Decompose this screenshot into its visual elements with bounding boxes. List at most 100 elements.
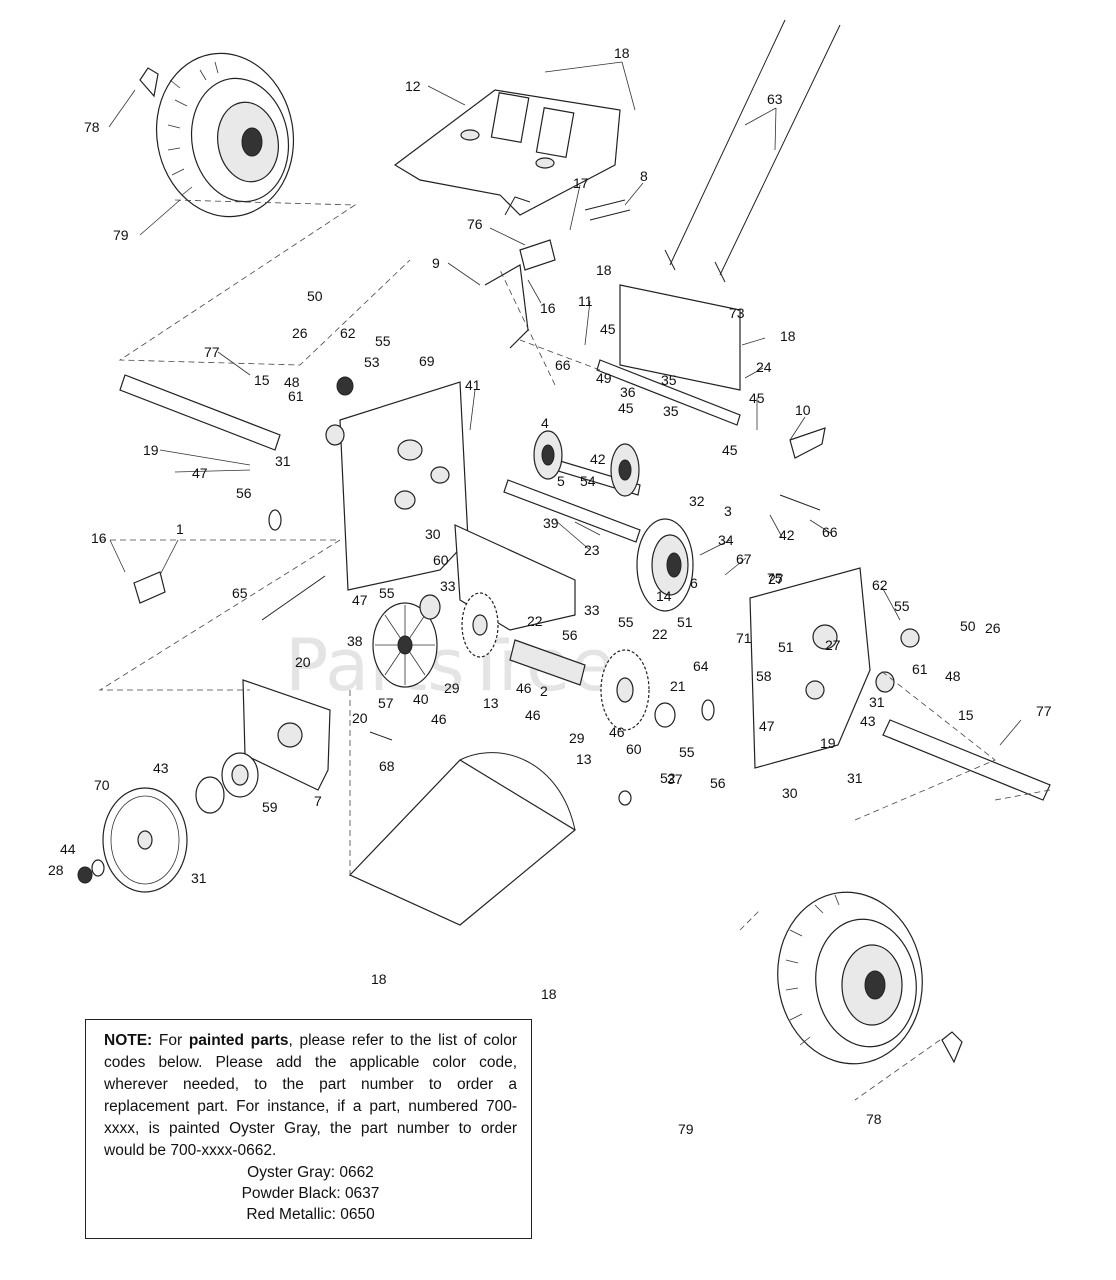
callout: 50 <box>960 618 976 634</box>
callout: 33 <box>440 578 456 594</box>
wheel-assembly-left <box>139 52 295 218</box>
shift-rods <box>664 19 841 283</box>
callout: 2 <box>540 683 548 699</box>
callout: 8 <box>640 168 648 184</box>
phantom-lines <box>98 199 1051 1101</box>
callout: 48 <box>284 374 300 390</box>
callout: 42 <box>590 451 606 467</box>
callout: 45 <box>722 442 738 458</box>
callout: 27 <box>768 571 784 587</box>
callout: 46 <box>516 680 532 696</box>
callout: 48 <box>945 668 961 684</box>
callout: 46 <box>609 724 625 740</box>
callout: 77 <box>204 344 220 360</box>
note-bold-phrase: painted parts <box>188 1032 289 1049</box>
callout: 43 <box>860 713 876 729</box>
callout: 21 <box>670 678 686 694</box>
callout: 11 <box>578 293 593 309</box>
callout: 44 <box>60 841 76 857</box>
callout: 58 <box>756 668 772 684</box>
callout: 64 <box>693 658 709 674</box>
callout: 35 <box>661 372 677 388</box>
callout: 79 <box>678 1121 694 1137</box>
axle-right <box>882 719 1051 801</box>
callout: 5 <box>557 473 565 489</box>
callout: 31 <box>869 694 885 710</box>
callout: 16 <box>540 300 556 316</box>
note-text-part1: For <box>152 1032 189 1049</box>
callout: 51 <box>677 614 693 630</box>
callout: 77 <box>1036 703 1052 719</box>
callout: 22 <box>652 626 668 642</box>
sprocket-13-upper <box>461 592 499 658</box>
callout: 47 <box>759 718 775 734</box>
hub-59 <box>195 752 259 814</box>
callout: 46 <box>525 707 541 723</box>
callout: 26 <box>985 620 1001 636</box>
callout: 33 <box>584 602 600 618</box>
callout: 70 <box>94 777 110 793</box>
callout: 38 <box>347 633 363 649</box>
callout: 55 <box>679 744 695 760</box>
callout: 61 <box>912 661 928 677</box>
callout: 47 <box>192 465 208 481</box>
callout: 59 <box>262 799 278 815</box>
callout: 30 <box>782 785 798 801</box>
sprocket-32 <box>610 443 640 497</box>
callout: 9 <box>432 255 440 271</box>
callout-labels: 1 2 3 4 5 6 7 8 9 10 11 12 13 13 14 15 1… <box>48 45 1052 1137</box>
bracket-73 <box>619 284 741 391</box>
callout: 55 <box>375 333 391 349</box>
callout: 20 <box>295 654 311 670</box>
callout: 68 <box>379 758 395 774</box>
note-text-part2: , please refer to the list of color code… <box>104 1032 517 1159</box>
shaft-23 <box>503 479 641 543</box>
callout: 56 <box>236 485 252 501</box>
left-side-plate <box>339 381 469 591</box>
callout: 7 <box>314 793 322 809</box>
gear-4 <box>533 430 563 480</box>
callout: 62 <box>872 577 888 593</box>
callout: 45 <box>749 390 765 406</box>
callout: 69 <box>419 353 435 369</box>
callout: 49 <box>596 370 612 386</box>
callout: 53 <box>364 354 380 370</box>
callout: 67 <box>736 551 752 567</box>
callout: 60 <box>433 552 449 568</box>
callout: 34 <box>718 532 734 548</box>
callout: 62 <box>340 325 356 341</box>
callout: 56 <box>562 627 578 643</box>
callout: 23 <box>584 542 600 558</box>
color-code-oyster-gray: Oyster Gray: 0662 <box>247 1164 374 1181</box>
callout: 36 <box>620 384 636 400</box>
small-fasteners <box>133 199 920 806</box>
callout: 60 <box>626 741 642 757</box>
nut-28 <box>77 866 93 884</box>
callout: 52 <box>660 770 676 786</box>
callout: 76 <box>467 216 483 232</box>
note-paragraph: NOTE: For painted parts, please refer to… <box>104 1030 517 1162</box>
callout: 43 <box>153 760 169 776</box>
leader-lines <box>108 61 1022 746</box>
callout: 31 <box>847 770 863 786</box>
callout: 19 <box>820 735 836 751</box>
callout: 78 <box>866 1111 882 1127</box>
callout: 31 <box>191 870 207 886</box>
callout: 13 <box>483 695 499 711</box>
callout: 35 <box>663 403 679 419</box>
callout: 79 <box>113 227 129 243</box>
callout: 16 <box>91 530 107 546</box>
note-label: NOTE: <box>104 1032 153 1049</box>
callout: 14 <box>656 588 672 604</box>
painted-parts-note: NOTE: For painted parts, please refer to… <box>85 1019 532 1239</box>
pulley-70 <box>102 787 188 893</box>
callout: 57 <box>378 695 394 711</box>
callout: 12 <box>405 78 421 94</box>
callout: 56 <box>710 775 726 791</box>
callout: 66 <box>822 524 838 540</box>
callout: 15 <box>254 372 270 388</box>
callout: 73 <box>729 305 745 321</box>
callout: 51 <box>778 639 794 655</box>
callout: 27 <box>825 637 841 653</box>
